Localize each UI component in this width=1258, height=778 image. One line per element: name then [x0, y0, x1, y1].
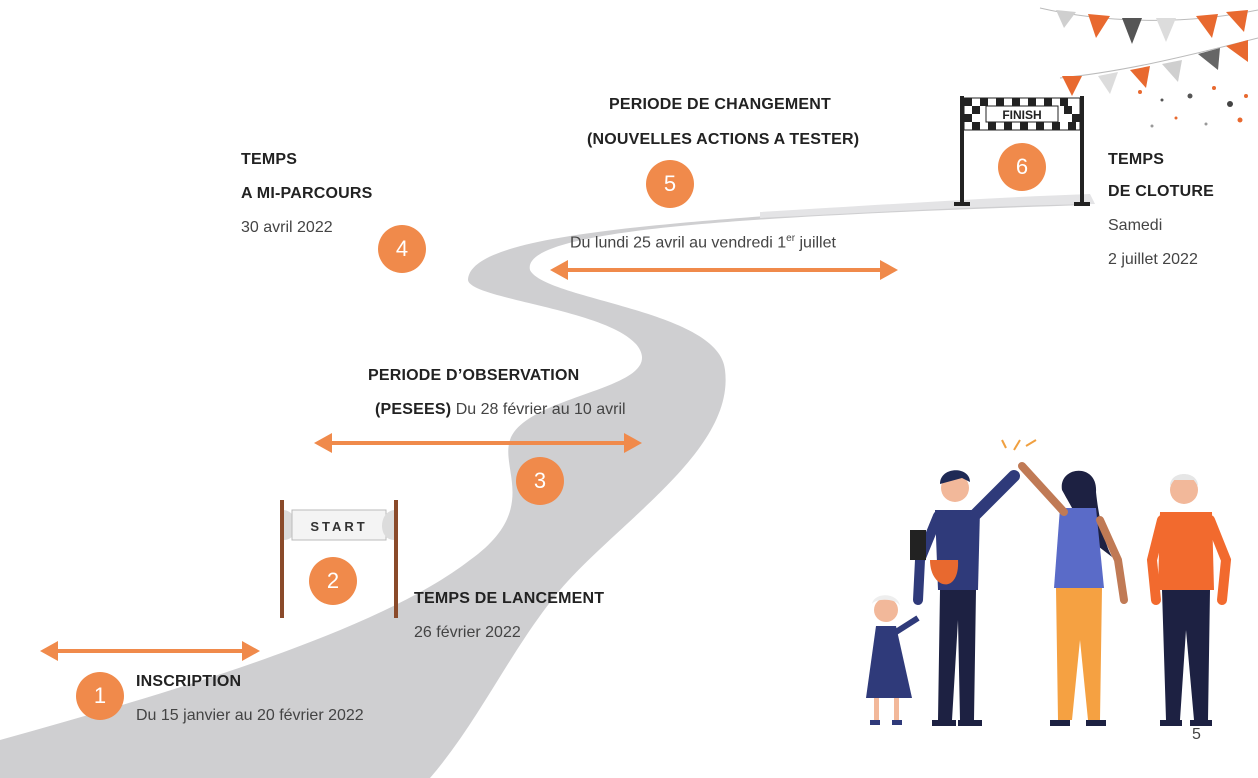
step-6-date-line1: Samedi	[1108, 217, 1163, 234]
slide-number: 5	[1192, 726, 1201, 743]
step-5-date: Du lundi 25 avril au vendredi 1er juille…	[570, 233, 836, 252]
family-illustration	[866, 439, 1232, 726]
finish-gate: FINISH	[954, 96, 1090, 206]
step-3-date: Du 28 février au 10 avril	[455, 401, 626, 418]
step-6-title-line1: TEMPS	[1108, 151, 1165, 168]
road-horizon	[760, 194, 1095, 218]
step-6-marker: 6	[998, 143, 1046, 191]
step-2-title: TEMPS DE LANCEMENT	[414, 590, 605, 607]
start-gate: START	[280, 500, 398, 618]
step-5-marker: 5	[646, 160, 694, 208]
step-5-date-suffix: juillet	[795, 234, 836, 252]
arrow-inscription	[40, 641, 260, 661]
step-1-date: Du 15 janvier au 20 février 2022	[136, 707, 364, 724]
step-3-subtitle-row: (PESEES) Du 28 février au 10 avril	[375, 401, 626, 419]
step-3-title: PERIODE D’OBSERVATION	[368, 367, 580, 384]
step-2-date: 26 février 2022	[414, 624, 521, 641]
start-banner-text: START	[310, 519, 367, 534]
step-5-date-sup: er	[786, 233, 796, 244]
finish-banner-text: FINISH	[1002, 108, 1041, 122]
step-4-marker: 4	[378, 225, 426, 273]
arrow-change-period	[550, 260, 898, 280]
step-3-title-line2: (PESEES)	[375, 401, 452, 418]
bunting-decoration	[1039, 7, 1258, 128]
arrow-observation	[314, 433, 642, 453]
step-5-title-line2: (NOUVELLES ACTIONS A TESTER)	[587, 131, 860, 148]
step-4-title-line1: TEMPS	[241, 151, 298, 168]
step-6-title-line2: DE CLOTURE	[1108, 183, 1214, 200]
step-5-date-prefix: Du lundi 25 avril au vendredi 1	[570, 234, 787, 252]
step-1-marker: 1	[76, 672, 124, 720]
step-6-date-line2: 2 juillet 2022	[1108, 251, 1198, 268]
step-5-title-line1: PERIODE DE CHANGEMENT	[609, 96, 831, 113]
step-2-marker: 2	[309, 557, 357, 605]
step-1-title: INSCRIPTION	[136, 673, 242, 690]
step-4-title-line2: A MI-PARCOURS	[241, 185, 373, 202]
step-4-date: 30 avril 2022	[241, 219, 333, 236]
step-3-marker: 3	[516, 457, 564, 505]
